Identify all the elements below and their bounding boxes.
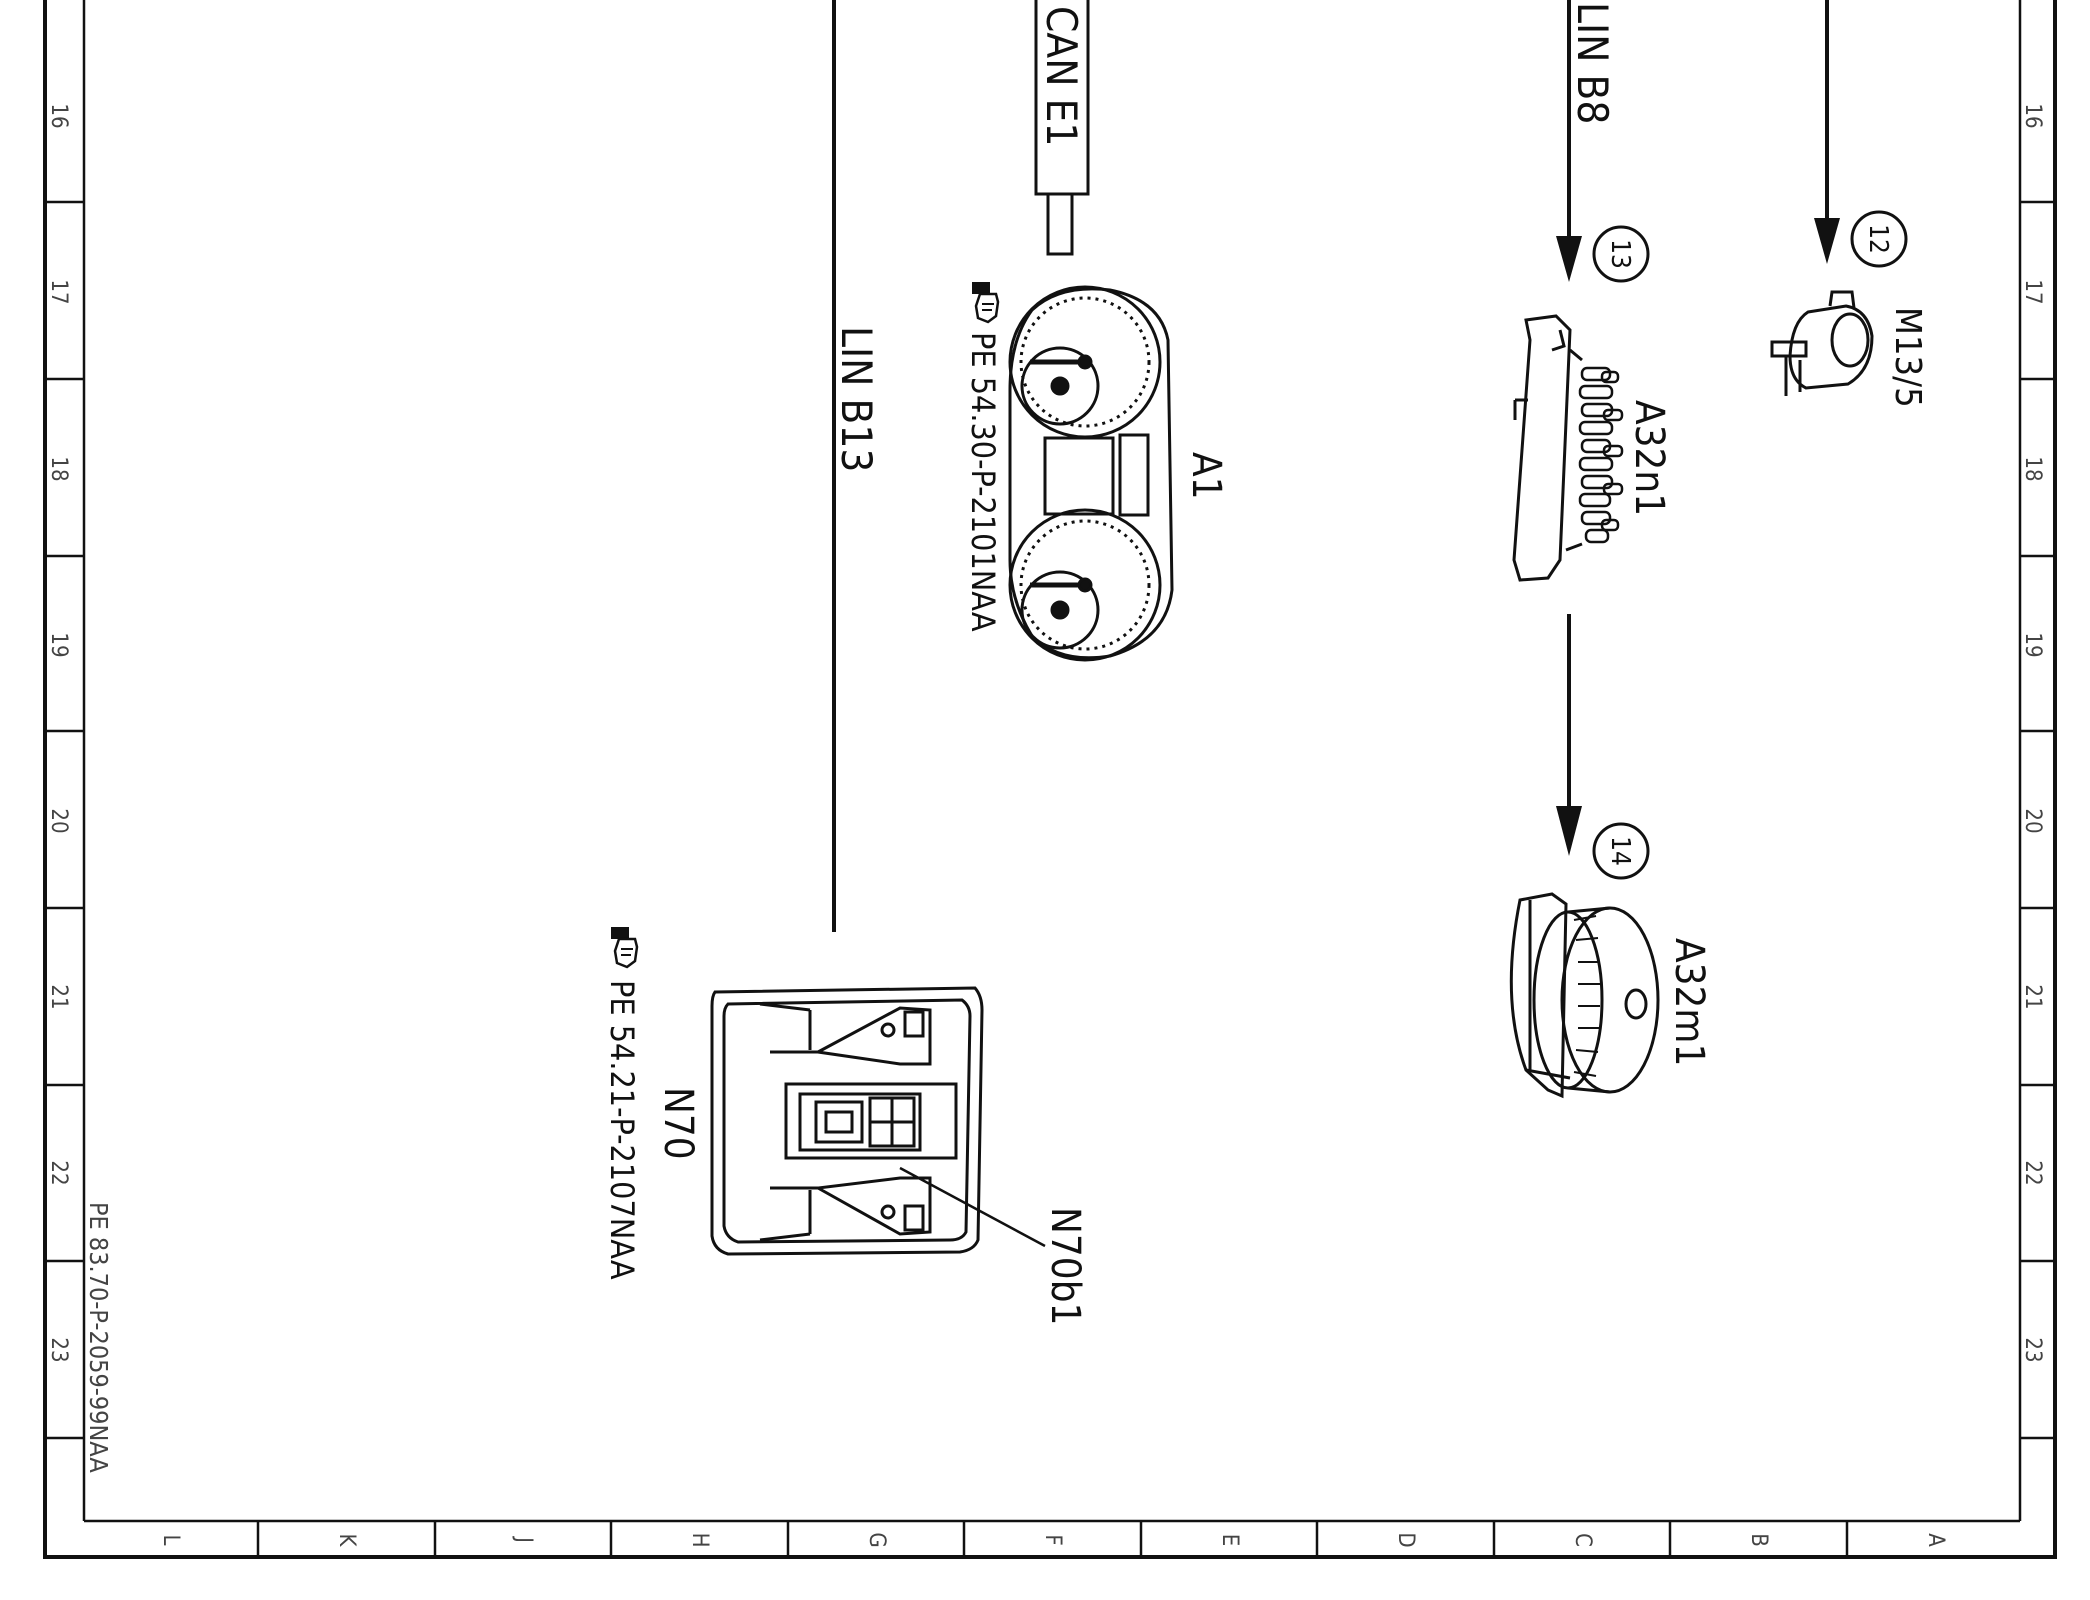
row-label: 23 [2020, 1337, 2045, 1362]
row-labels-left: 16 17 18 19 20 21 22 23 [46, 103, 71, 1362]
column-label: J [511, 1535, 536, 1543]
lin-b8-label: LIN B8 [1568, 2, 1617, 124]
lin-b13-label: LIN B13 [832, 326, 881, 472]
bus-line-14 [1556, 614, 1582, 856]
a32n1-label: A32n1 [1626, 400, 1672, 516]
m13-5-component [1770, 290, 1874, 396]
drawing-number: PE 83.70-P-2059-99NAA [84, 1202, 113, 1473]
a32m1-label: A32m1 [1666, 938, 1712, 1066]
a1-label: A1 [1183, 452, 1229, 500]
column-labels: L K J H G F E D C B A [158, 1532, 1948, 1547]
a1-reference: PE 54.30-P-2101NAA [964, 282, 1002, 632]
n70-overhead-panel [710, 986, 1046, 1256]
a1-reference-text: PE 54.30-P-2101NAA [964, 332, 1002, 632]
column-label: L [158, 1534, 183, 1545]
row-label: 18 [46, 456, 71, 481]
row-label: 22 [46, 1160, 71, 1185]
callout-13: 13 [1592, 225, 1650, 283]
column-ticks [256, 1521, 1849, 1557]
row-labels-right: 16 17 18 19 20 21 22 23 [2020, 103, 2045, 1362]
n70-label: N70 [655, 1087, 701, 1160]
can-e1-label: CAN E1 [1037, 6, 1086, 146]
row-label: 17 [46, 279, 71, 304]
n70b1-label: N70b1 [1042, 1207, 1088, 1325]
row-label: 19 [46, 632, 71, 657]
row-label: 20 [2020, 808, 2045, 833]
lin-b13-bus: LIN B13 [832, 0, 881, 932]
column-label: B [1746, 1533, 1771, 1547]
a32n1-module [1512, 314, 1624, 582]
m13-5-label: M13/5 [1887, 307, 1928, 408]
column-label: D [1393, 1532, 1418, 1547]
n70-reference-text: PE 54.21-P-2107NAA [603, 980, 641, 1280]
a32m1-blower-motor [1509, 892, 1660, 1099]
callout-12-number: 12 [1863, 224, 1893, 254]
row-label: 21 [46, 984, 71, 1009]
bus-line-12 [1814, 0, 1840, 264]
callout-14: 14 [1592, 822, 1650, 880]
hand-pointer-icon [972, 282, 1000, 324]
row-label: 22 [2020, 1160, 2045, 1185]
row-ticks [45, 200, 2055, 1440]
row-label: 23 [46, 1337, 71, 1362]
lin-b8-bus: LIN B8 [1556, 0, 1617, 282]
row-label: 20 [46, 808, 71, 833]
column-label: G [864, 1532, 889, 1547]
row-label: 19 [2020, 632, 2045, 657]
row-label: 18 [2020, 456, 2045, 481]
row-label: 17 [2020, 279, 2045, 304]
column-label: C [1570, 1533, 1595, 1547]
drawing-frame [43, 0, 2057, 1559]
column-label: K [334, 1534, 359, 1548]
callout-14-number: 14 [1605, 836, 1635, 866]
a1-instrument-cluster [1008, 285, 1174, 662]
hand-pointer-icon [611, 927, 639, 969]
can-e1-bus: CAN E1 [1034, 0, 1090, 256]
column-label: A [1923, 1533, 1948, 1547]
column-label: E [1217, 1534, 1242, 1547]
row-label: 21 [2020, 984, 2045, 1009]
column-label: H [687, 1533, 712, 1548]
row-label: 16 [2020, 103, 2045, 128]
column-label: F [1040, 1534, 1065, 1545]
callout-12: 12 [1850, 210, 1908, 268]
row-label: 16 [46, 103, 71, 128]
n70-reference: PE 54.21-P-2107NAA [603, 927, 641, 1280]
callout-13-number: 13 [1605, 239, 1635, 269]
